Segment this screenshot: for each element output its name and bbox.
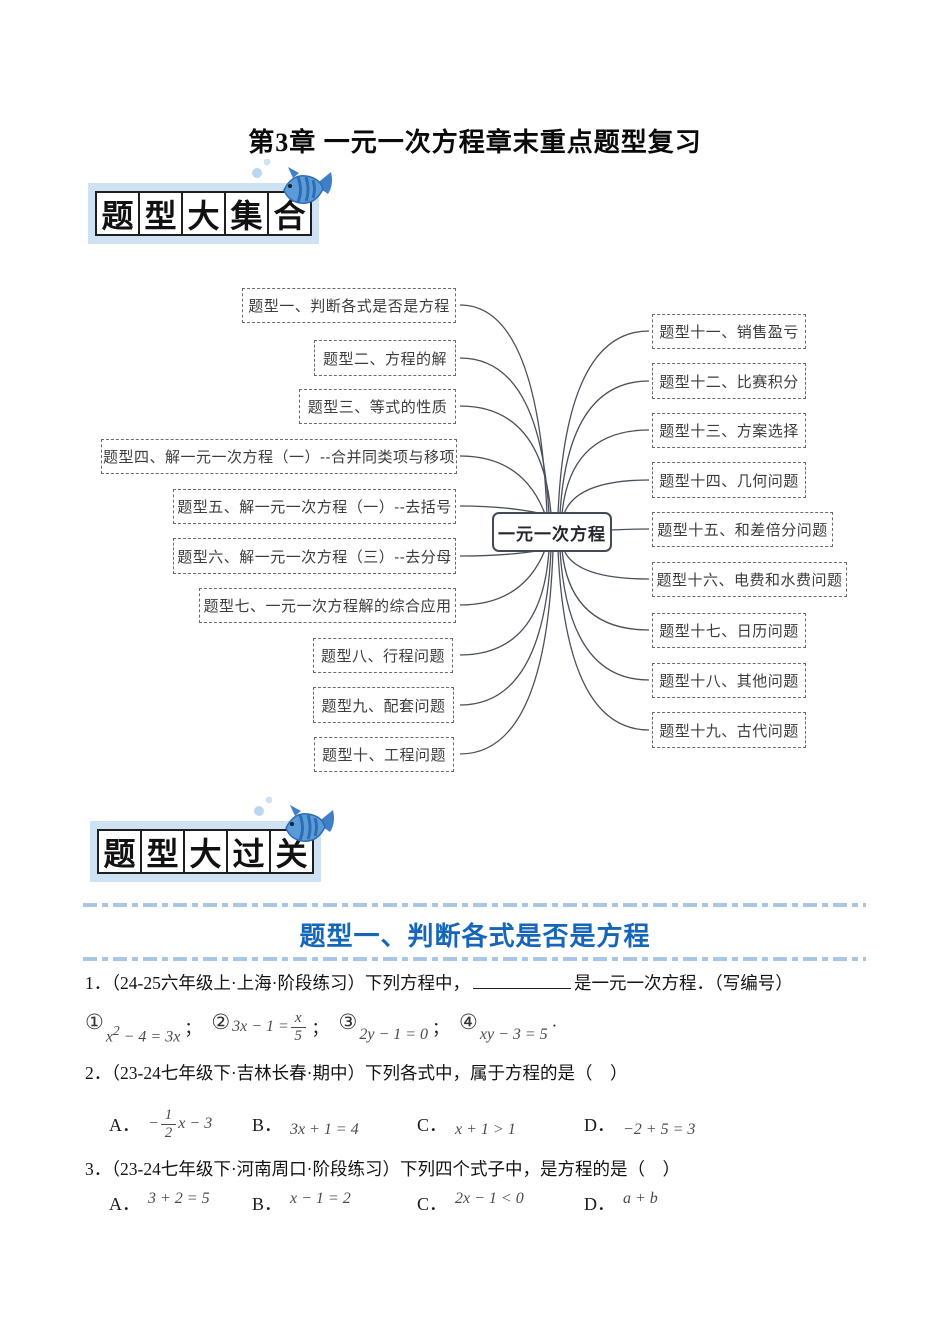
question-stem: （23-24七年级下·河南周口·阶段练习）下列四个式子中，是方程的是（ ） xyxy=(111,1159,680,1179)
separator: ； xyxy=(184,1018,202,1038)
question-number: 2． xyxy=(85,1063,112,1083)
option-label: A． xyxy=(109,1194,140,1214)
equation-expression: xy − 3 = 5 xyxy=(479,1026,548,1043)
option-label: D． xyxy=(584,1115,615,1135)
fill-in-blank xyxy=(472,972,571,989)
option-expression: 2x − 1 < 0 xyxy=(455,1190,524,1207)
banner-char: 型 xyxy=(138,191,183,236)
mindmap-node-left-1: 题型一、判断各式是否是方程 xyxy=(242,288,456,323)
mindmap-node-left-2: 题型二、方程的解 xyxy=(314,340,456,376)
mindmap-node-right-11: 题型十一、销售盈亏 xyxy=(652,314,806,349)
banner-char-row: 题 型 大 过 关 xyxy=(97,829,314,874)
banner-char: 过 xyxy=(226,829,271,874)
option-d: D． a + b xyxy=(584,1185,658,1221)
mindmap-node-right-15: 题型十五、和差倍分问题 xyxy=(652,512,833,547)
page-title: 第3章 一元一次方程章末重点题型复习 xyxy=(248,128,702,157)
mindmap-node-left-10: 题型十、工程问题 xyxy=(314,737,454,772)
mindmap-node-left-7: 题型七、一元一次方程解的综合应用 xyxy=(199,588,456,623)
option-expression: 3x + 1 = 4 xyxy=(290,1121,359,1138)
option-expression: 3 + 2 = 5 xyxy=(148,1190,210,1207)
banner-char: 题 xyxy=(97,829,142,874)
option-a: A． 3 + 2 = 5 xyxy=(109,1185,210,1221)
mindmap-node-right-18: 题型十八、其他问题 xyxy=(652,663,806,698)
question-stem: （24-25六年级上·上海·阶段练习）下列方程中， xyxy=(111,973,470,993)
option-expression: a + b xyxy=(623,1190,658,1207)
option-label: B． xyxy=(252,1115,283,1135)
option-expression: x − 1 = 2 xyxy=(290,1190,351,1207)
section-heading: 题型一、判断各式是否是方程 xyxy=(299,921,651,951)
mindmap-node-left-4: 题型四、解一元一次方程（一）--合并同类项与移项 xyxy=(101,439,457,474)
dashed-divider xyxy=(83,903,866,907)
separator: ； xyxy=(311,1018,329,1038)
equation-expression: 2y − 1 = 0 xyxy=(359,1026,429,1043)
option-label: C． xyxy=(417,1194,448,1214)
circled-number-2: ② xyxy=(211,1009,231,1034)
option-c: C． x + 1 > 1 xyxy=(417,1096,516,1152)
banner-char: 型 xyxy=(140,829,185,874)
option-d: D． −2 + 5 = 3 xyxy=(584,1096,695,1152)
fish-icon xyxy=(283,167,332,204)
option-expression: x + 1 > 1 xyxy=(455,1121,516,1138)
option-b: B． 3x + 1 = 4 xyxy=(252,1096,359,1152)
question-3-text: 3．（23-24七年级下·河南周口·阶段练习）下列四个式子中，是方程的是（ ） xyxy=(85,1156,680,1181)
question-3-options: A． 3 + 2 = 5 B． x − 1 = 2 C． 2x − 1 < 0 … xyxy=(0,1185,950,1221)
option-expression: −2 + 5 = 3 xyxy=(623,1121,696,1138)
circled-number-1: ① xyxy=(85,1009,104,1034)
banner-topic-collection: 题 型 大 集 合 xyxy=(88,158,332,244)
question-number: 1． xyxy=(85,973,112,993)
mindmap-node-left-8: 题型八、行程问题 xyxy=(313,638,453,673)
mindmap-node-right-16: 题型十六、电费和水费问题 xyxy=(652,562,847,597)
option-b: B． x − 1 = 2 xyxy=(252,1185,351,1221)
equation-expression: x2 − 4 = 3x xyxy=(105,1023,181,1046)
question-stem-after: 是一元一次方程．（写编号） xyxy=(573,973,793,993)
equation-1: ① x2 − 4 = 3x ； xyxy=(85,1010,211,1046)
mindmap-node-right-13: 题型十三、方案选择 xyxy=(652,413,806,448)
mindmap-node-right-12: 题型十二、比赛积分 xyxy=(652,363,806,399)
fish-icon xyxy=(285,805,334,842)
question-stem: （23-24七年级下·吉林长春·期中）下列各式中，属于方程的是（ ） xyxy=(111,1063,628,1083)
mindmap-center-node: 一元一次方程 xyxy=(492,512,612,552)
banner-char: 大 xyxy=(183,829,228,874)
circled-number-3: ③ xyxy=(338,1009,358,1034)
bubbles-icon xyxy=(252,158,271,178)
mindmap-node-right-19: 题型十九、古代问题 xyxy=(652,712,806,748)
bubbles-icon xyxy=(254,796,273,816)
option-label: C． xyxy=(417,1115,448,1135)
separator: · xyxy=(551,1016,558,1035)
equation-3: ③ 2y − 1 = 0 ； xyxy=(339,1010,460,1044)
circled-number-4: ④ xyxy=(459,1009,478,1034)
option-label: A． xyxy=(109,1115,140,1135)
separator: ； xyxy=(432,1018,450,1038)
mindmap-node-right-14: 题型十四、几何问题 xyxy=(652,462,806,498)
option-label: D． xyxy=(584,1194,615,1214)
mindmap-node-left-9: 题型九、配套问题 xyxy=(313,687,454,723)
option-c: C． 2x − 1 < 0 xyxy=(417,1185,524,1221)
banner-char: 大 xyxy=(181,191,226,236)
question-number: 3． xyxy=(85,1159,112,1179)
dashed-divider xyxy=(83,957,866,961)
mindmap-node-left-6: 题型六、解一元一次方程（三）--去分母 xyxy=(173,538,456,574)
banner-char: 集 xyxy=(224,191,269,236)
mindmap-node-right-17: 题型十七、日历问题 xyxy=(652,613,806,648)
banner-char: 题 xyxy=(95,191,140,236)
question-1-text: 1．（24-25六年级上·上海·阶段练习）下列方程中， 是一元一次方程．（写编号） xyxy=(85,970,793,995)
mindmap-node-left-5: 题型五、解一元一次方程（一）--去括号 xyxy=(173,489,456,524)
banner-topic-pass: 题 型 大 过 关 xyxy=(90,796,334,882)
question-2-text: 2．（23-24七年级下·吉林长春·期中）下列各式中，属于方程的是（ ） xyxy=(85,1060,627,1085)
mindmap-node-left-3: 题型三、等式的性质 xyxy=(299,389,456,424)
equation-4: ④ xy − 3 = 5 · xyxy=(459,1010,567,1044)
mindmap-diagram: 一元一次方程 题型一、判断各式是否是方程 题型二、方程的解 题型三、等式的性质 … xyxy=(0,270,950,790)
option-label: B． xyxy=(252,1194,283,1214)
